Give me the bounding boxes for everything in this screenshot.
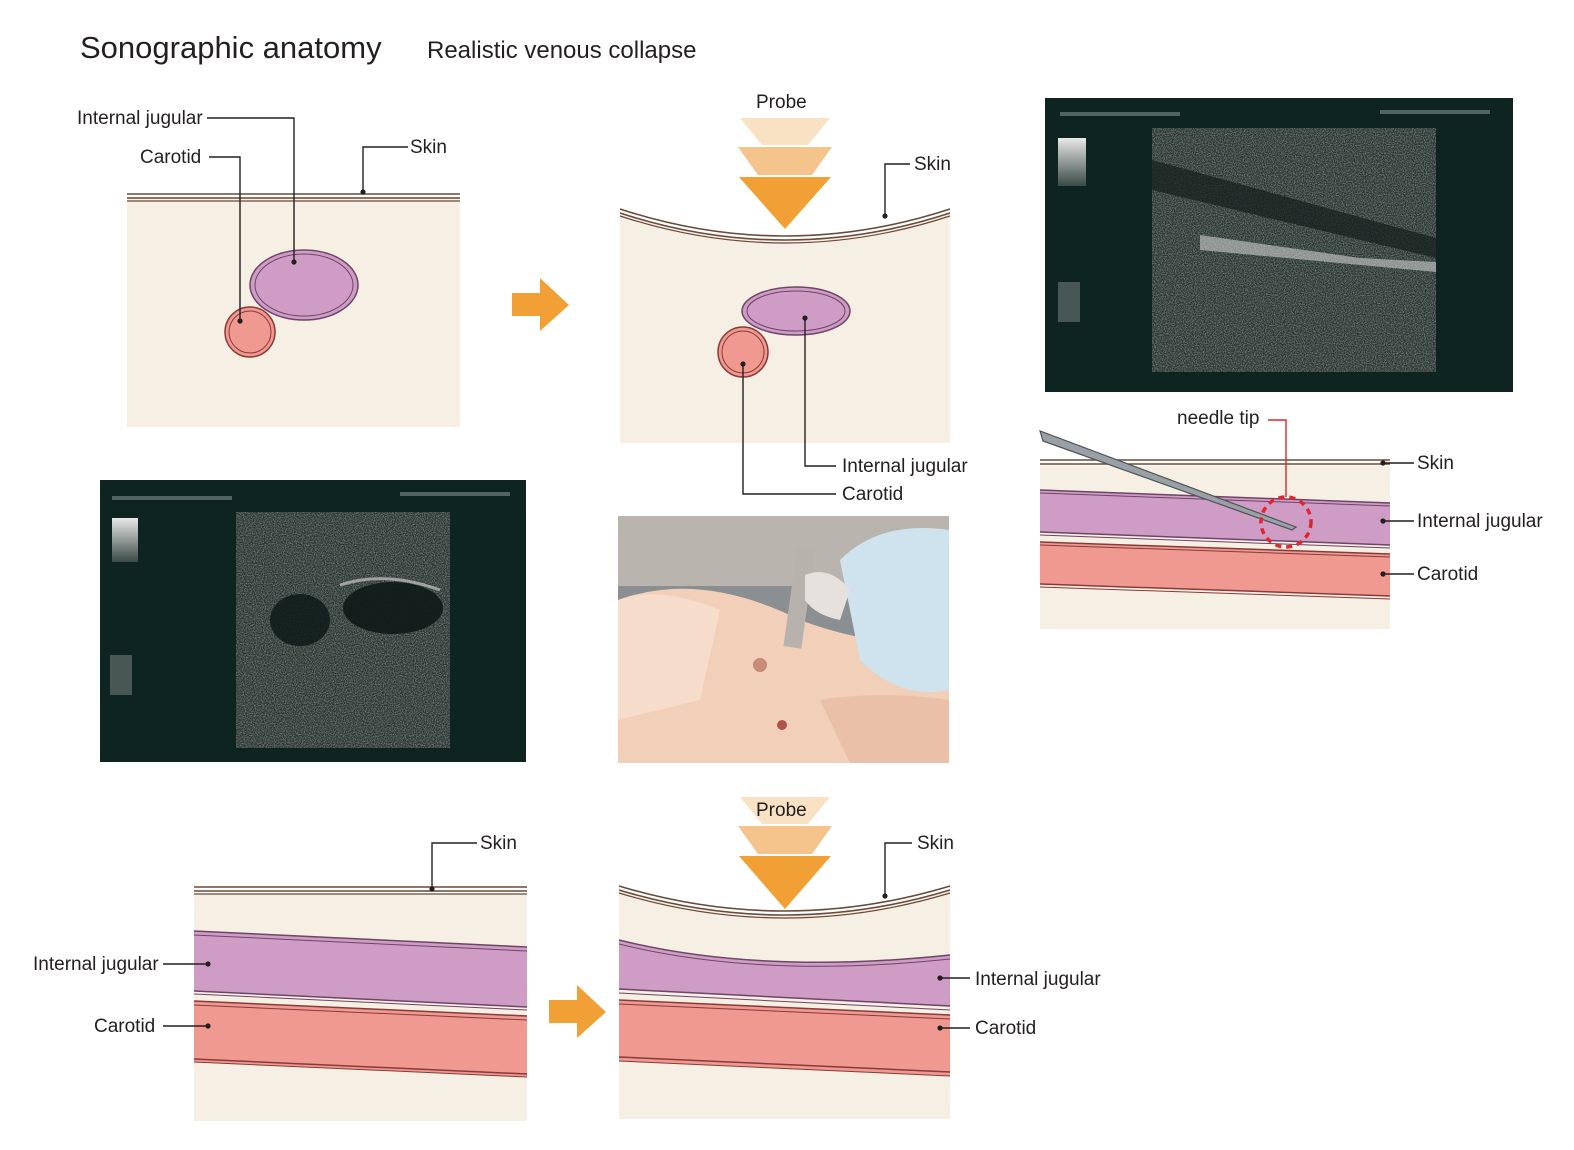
longitudinal-section-normal: Skin Internal jugular Carotid bbox=[33, 833, 528, 1121]
carotid-circle bbox=[224, 306, 276, 358]
arrow-icon bbox=[549, 985, 606, 1038]
label-carotid: Carotid bbox=[94, 1016, 155, 1037]
longitudinal-section-compressed: Probe Skin Internal jugular Carotid bbox=[618, 797, 1101, 1119]
label-skin: Skin bbox=[1417, 453, 1454, 474]
label-carotid: Carotid bbox=[975, 1018, 1036, 1039]
internal-jugular-ellipse bbox=[741, 286, 851, 336]
label-skin: Skin bbox=[917, 833, 954, 854]
label-skin: Skin bbox=[480, 833, 517, 854]
arrow-icon bbox=[512, 278, 569, 331]
label-needle-tip: needle tip bbox=[1177, 408, 1259, 429]
label-carotid: Carotid bbox=[842, 484, 903, 505]
cross-section-normal: Internal jugular Carotid Skin bbox=[77, 108, 460, 427]
needle-insertion-diagram: needle tip Skin Internal jugular Carotid bbox=[1039, 408, 1543, 629]
page-title: Sonographic anatomy bbox=[80, 30, 382, 65]
label-internal-jugular: Internal jugular bbox=[975, 969, 1101, 990]
label-carotid: Carotid bbox=[140, 147, 201, 168]
label-internal-jugular: Internal jugular bbox=[33, 954, 159, 975]
ultrasound-image-longitudinal bbox=[1045, 98, 1513, 392]
needle-tip-marker bbox=[1259, 495, 1313, 549]
simulator-photo bbox=[618, 516, 949, 763]
label-probe: Probe bbox=[756, 800, 807, 821]
ultrasound-image-transverse bbox=[100, 480, 526, 762]
needle-icon bbox=[1039, 430, 1298, 531]
label-skin: Skin bbox=[410, 137, 447, 158]
page-subtitle: Realistic venous collapse bbox=[427, 37, 696, 64]
probe-icon bbox=[738, 118, 832, 229]
label-skin: Skin bbox=[914, 154, 951, 175]
label-internal-jugular: Internal jugular bbox=[842, 456, 968, 477]
label-internal-jugular: Internal jugular bbox=[77, 108, 203, 129]
cross-section-compressed: Probe Skin Internal jugular Carotid bbox=[619, 92, 968, 505]
probe-icon bbox=[738, 797, 832, 909]
label-internal-jugular: Internal jugular bbox=[1417, 511, 1543, 532]
label-carotid: Carotid bbox=[1417, 564, 1478, 585]
internal-jugular-ellipse bbox=[249, 249, 359, 321]
label-probe: Probe bbox=[756, 92, 807, 113]
